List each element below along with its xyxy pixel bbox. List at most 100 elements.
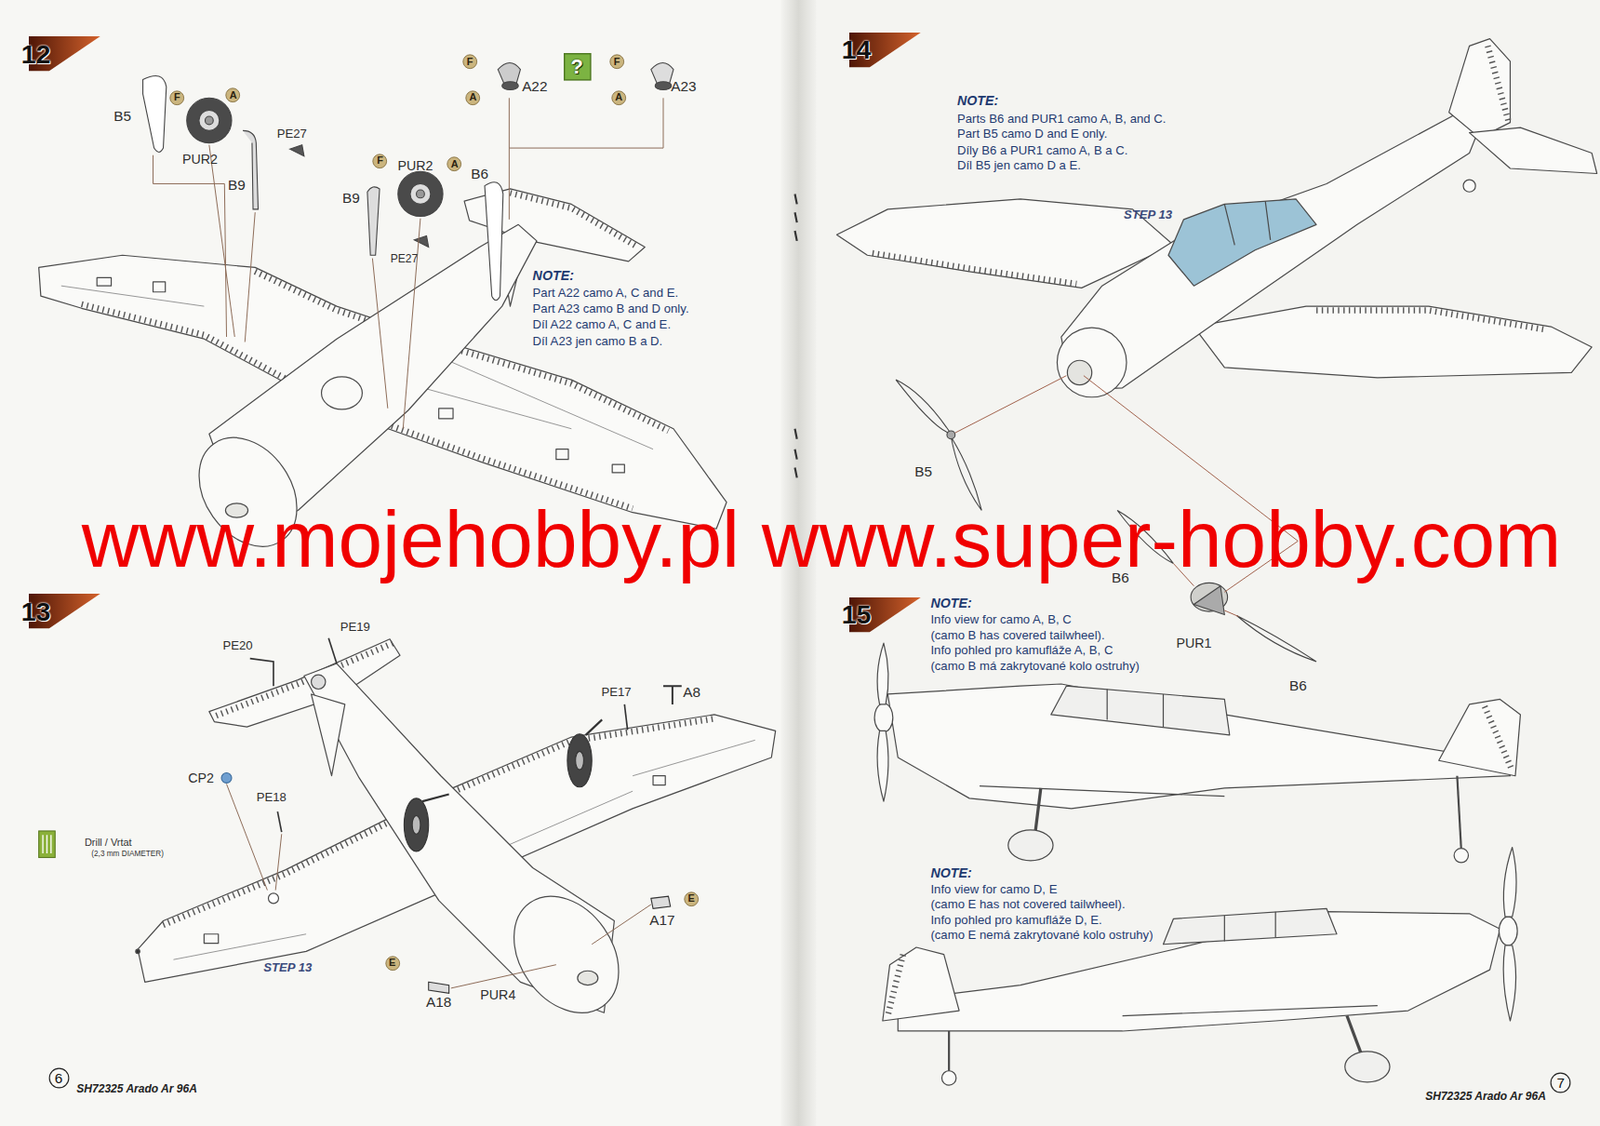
glue-paint-callout: F	[372, 153, 387, 169]
drawing-path	[1449, 39, 1511, 138]
drawing-rect	[153, 281, 166, 293]
drawing-path	[1051, 685, 1230, 735]
step15-side-views	[874, 642, 1520, 1085]
node-text: A	[229, 90, 238, 101]
drawing-circle	[684, 891, 699, 906]
drawing-circle	[311, 674, 326, 689]
drawing-path	[877, 730, 889, 801]
drawing-circle	[204, 116, 214, 125]
drawing-circle	[186, 97, 232, 143]
drawing-circle	[398, 171, 443, 216]
drill-label: (2,3 mm DIAMETER)	[91, 849, 164, 858]
drawing-path	[311, 693, 346, 776]
glue-paint-callout: E	[385, 955, 400, 971]
drawing-path	[42, 834, 52, 854]
drawing-circle	[466, 90, 480, 105]
part-label: B6	[1111, 569, 1130, 587]
step12-parts	[143, 62, 674, 300]
node-text: 7	[1556, 1075, 1565, 1090]
drawing-path	[1106, 688, 1163, 727]
drawing-path	[955, 375, 1067, 433]
part-label: B6	[1289, 677, 1307, 694]
note-text: Info pohled pro kamufláže D, E.	[930, 912, 1102, 927]
note-heading: NOTE:	[533, 267, 574, 283]
leader-lines	[226, 784, 652, 988]
drawing-rect	[203, 933, 218, 944]
drawing-path	[1122, 1005, 1378, 1016]
part-label: PE18	[256, 789, 287, 804]
node-text: 12	[21, 40, 52, 68]
drawing-path	[586, 719, 603, 734]
note-text: Info view for camo A, B, C	[930, 612, 1071, 627]
part-label: CP2	[187, 770, 214, 786]
part-label: PUR4	[480, 986, 516, 1002]
drawing-circle	[199, 109, 220, 131]
glue-paint-callout: F	[609, 53, 625, 69]
drawing-circle	[941, 1070, 956, 1085]
drawing-path	[1316, 309, 1547, 330]
drawing-path	[591, 904, 652, 945]
drawing-path	[1193, 306, 1592, 378]
drawing-path	[887, 954, 903, 1016]
drawing-path	[1439, 698, 1521, 775]
drawing-path	[277, 811, 281, 832]
drawing-path	[979, 786, 1225, 797]
note-heading: NOTE:	[930, 595, 972, 611]
drawing-path	[651, 895, 671, 908]
glue-paint-callout: A	[465, 90, 480, 106]
drawing-path	[663, 685, 682, 705]
drawing-path	[1224, 200, 1270, 245]
step-number-flag: 13	[18, 593, 101, 628]
drawing-ellipse	[502, 81, 520, 91]
part-label: PE19	[340, 619, 371, 634]
drawing-ellipse	[577, 970, 599, 985]
drawing-path	[1487, 45, 1508, 120]
drawing-rect	[439, 408, 454, 419]
node-text: A	[451, 159, 459, 170]
note-text: (camo E has not covered tailwheel).	[930, 896, 1125, 911]
drawing-path	[877, 642, 889, 705]
part-label: PUR2	[397, 158, 433, 174]
note-text: (camo B má zakrytované kolo ostruhy)	[930, 658, 1139, 673]
node-text: ?	[571, 56, 584, 78]
node-text: 6	[54, 1070, 64, 1085]
drawing-path	[372, 258, 387, 409]
note-text: Díl A23 jen camo B a D.	[533, 333, 664, 348]
drawing-circle	[267, 893, 279, 904]
node-text: E	[688, 893, 695, 904]
node-text: F	[376, 155, 384, 166]
step-number-flag: 14	[839, 32, 921, 67]
part-label: B9	[342, 189, 360, 207]
drawing-circle	[49, 1068, 69, 1089]
drawing-circle	[170, 90, 185, 105]
glue-paint-callout: F	[169, 90, 185, 106]
drawing-circle	[610, 54, 625, 69]
node-text: E	[388, 957, 396, 968]
drawing-circle	[946, 430, 956, 440]
glue-paint-callout: A	[446, 156, 462, 172]
drill-label: Drill / Vrtat	[84, 836, 133, 849]
drawing-circle	[416, 189, 426, 199]
drawing-path	[624, 704, 627, 730]
drawing-ellipse	[321, 376, 363, 410]
drawing-circle	[1550, 1072, 1571, 1093]
drawing-path	[1484, 706, 1513, 771]
drawing-path	[143, 76, 167, 153]
step-number-flag: 15	[839, 597, 921, 632]
glue-paint-callout: E	[683, 891, 699, 907]
note-text: Info pohled pro kamufláže A, B, C	[930, 642, 1113, 657]
drawing-path	[872, 253, 1077, 284]
part-label: A22	[521, 78, 547, 95]
drawing-path	[1224, 911, 1276, 942]
part-label: PUR1	[1175, 635, 1212, 651]
part-label: A8	[682, 683, 701, 701]
drawing-path	[250, 658, 274, 687]
drawing-path	[153, 155, 227, 337]
note-text: Part B5 camo D and E only.	[957, 126, 1107, 141]
drawing-path	[242, 130, 258, 209]
drawing-circle	[226, 88, 240, 103]
node-text: F	[466, 56, 474, 67]
drawing-ellipse	[874, 703, 894, 733]
drawing-path	[497, 62, 520, 83]
drawing-rect	[563, 53, 590, 80]
